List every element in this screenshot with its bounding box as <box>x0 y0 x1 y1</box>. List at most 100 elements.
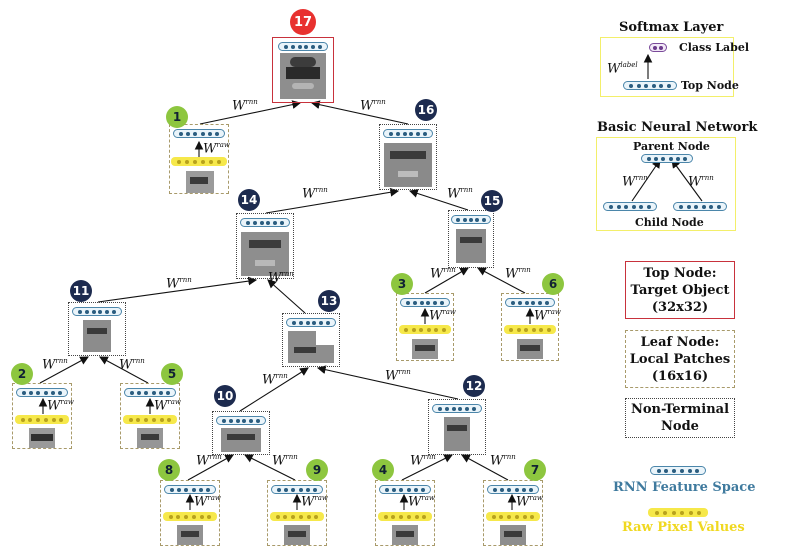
raw-pixels <box>163 512 217 521</box>
raw-pixels <box>15 415 69 424</box>
edge-12-13 <box>316 365 459 400</box>
weight-raw-label: Wraw <box>408 494 435 510</box>
edge-3-15 <box>424 267 469 294</box>
weight-raw-label: Wraw <box>154 398 181 414</box>
weight-rnn-label: Wrnn <box>430 266 456 282</box>
legend-rnn-feature-vector <box>650 466 706 475</box>
face-patch-image <box>241 232 289 276</box>
node-2-leaf <box>12 383 72 449</box>
weight-rnn-label: Wrnn <box>262 372 288 388</box>
weight-rnn-label: Wrnn <box>622 174 648 190</box>
feature-vector <box>216 416 266 425</box>
face-patch-image <box>83 320 111 352</box>
weight-raw-label: Wraw <box>516 494 543 510</box>
legend-top-node: Top Node <box>681 79 739 92</box>
edge-7-12 <box>461 454 509 481</box>
node-14-nonterminal <box>236 213 294 279</box>
weight-rnn-label: Wrnn <box>505 266 531 282</box>
class-label-vector <box>649 43 667 52</box>
node-16-badge: 16 <box>415 99 437 121</box>
legend-basic-nn-title: Basic Neural Network <box>597 120 758 135</box>
feature-vector <box>383 129 433 138</box>
legend-child-node: Child Node <box>635 216 704 229</box>
weight-raw-label: Wraw <box>301 494 328 510</box>
edge-5-11 <box>99 356 149 384</box>
node-12-badge: 12 <box>463 375 485 397</box>
child-node-vector-right <box>673 202 727 211</box>
raw-pixels <box>504 325 556 334</box>
node-9-leaf <box>267 480 327 546</box>
face-patch-image <box>177 525 203 545</box>
feature-vector <box>451 215 491 224</box>
feature-vector <box>72 307 122 316</box>
weight-rnn-label: Wrnn <box>196 453 222 469</box>
node-6-badge: 6 <box>542 273 564 295</box>
parent-node-vector <box>641 154 693 163</box>
edge-14-16 <box>265 187 400 214</box>
node-1-badge: 1 <box>166 106 188 128</box>
weight-raw-label: Wraw <box>203 141 230 157</box>
feature-vector <box>400 298 450 307</box>
raw-pixels <box>123 415 177 424</box>
node-4-leaf <box>375 480 435 546</box>
legend-basic-left-arrow <box>631 159 661 202</box>
weight-rnn-label: Wrnn <box>42 357 68 373</box>
edge-1-17 <box>199 100 302 125</box>
legend-parent-node: Parent Node <box>633 140 710 153</box>
legend-top-node-box: Top Node: Target Object (32x32) <box>625 261 735 319</box>
edge-16-17 <box>310 100 409 125</box>
raw-pixels <box>270 512 324 521</box>
node-11-badge: 11 <box>70 280 92 302</box>
legend-leaf-node-text: Leaf Node: Local Patches (16x16) <box>629 335 731 384</box>
face-patch-image <box>137 428 163 448</box>
node-12-nonterminal <box>428 399 486 455</box>
raw-pixels <box>378 512 432 521</box>
legend-class-label: Class Label <box>679 41 750 54</box>
raw-pixels <box>399 325 451 334</box>
legend-top-node-text: Top Node: Target Object (32x32) <box>630 266 730 315</box>
legend-softmax-title: Softmax Layer <box>619 20 724 35</box>
feature-vector <box>487 485 539 494</box>
node-6-leaf <box>501 293 559 361</box>
node-13-nonterminal <box>282 313 340 367</box>
edge-10-13 <box>239 367 309 412</box>
weight-rnn-label: Wrnn <box>272 453 298 469</box>
node-5-leaf <box>120 383 180 449</box>
legend-leaf-node-box: Leaf Node: Local Patches (16x16) <box>625 330 735 388</box>
node-15-badge: 15 <box>481 190 503 212</box>
weight-rnn-label: Wrnn <box>688 174 714 190</box>
weight-rnn-label: Wrnn <box>360 98 386 114</box>
edge-11-14 <box>97 276 258 303</box>
face-patch-image <box>288 331 334 363</box>
edge-13-14 <box>267 279 306 314</box>
node-17-top <box>272 37 334 103</box>
face-patch-image <box>517 339 543 359</box>
weight-rnn-label: Wrnn <box>490 453 516 469</box>
edge-2-11 <box>39 356 89 384</box>
node-1-leaf <box>169 124 229 194</box>
node-16-nonterminal <box>379 124 437 190</box>
face-patch-image <box>384 143 432 187</box>
face-patch-image <box>280 53 326 99</box>
edge-4-12 <box>401 454 453 481</box>
node-2-badge: 2 <box>11 363 33 385</box>
feature-vector <box>164 485 216 494</box>
top-node-vector <box>623 81 677 90</box>
weight-raw-label: Wraw <box>429 308 456 324</box>
node-13-badge: 13 <box>318 290 340 312</box>
node-17-badge: 17 <box>290 9 316 35</box>
node-10-nonterminal <box>212 411 270 455</box>
node-3-badge: 3 <box>391 273 413 295</box>
legend-raw-pixel-values: Raw Pixel Values <box>622 520 745 535</box>
feature-vector <box>124 388 176 397</box>
weight-rnn-label: Wrnn <box>268 270 294 286</box>
legend-rnn-feature-space: RNN Feature Space <box>613 480 756 495</box>
weight-rnn-label: Wrnn <box>447 186 473 202</box>
weight-rnn-label: Wrnn <box>302 186 328 202</box>
legend-softmax-box: Class Label Top Node <box>600 37 749 97</box>
node-8-leaf <box>160 480 220 546</box>
weight-rnn-label: Wrnn <box>385 368 411 384</box>
node-11-nonterminal <box>68 302 126 356</box>
feature-vector <box>379 485 431 494</box>
